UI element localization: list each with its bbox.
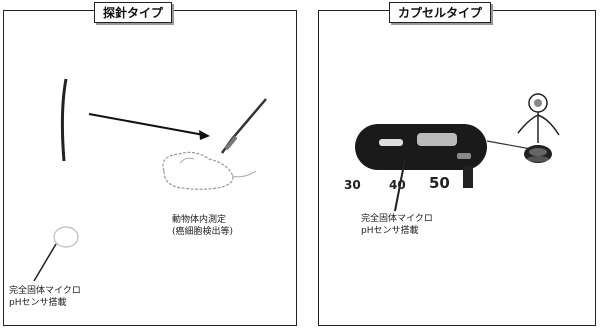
capsule-sensor-caption-line1: 完全固体マイクロ — [361, 214, 433, 224]
probe-illustration — [33, 78, 267, 282]
capsule-illustration — [355, 93, 560, 212]
probe-needle — [60, 78, 68, 162]
probe-arrow-line — [88, 113, 205, 136]
probe-sensor-caption-line2: pHセンサ搭載 — [9, 298, 67, 308]
scale-label-40: 40 — [389, 178, 406, 192]
scale-label-50: 50 — [429, 174, 450, 192]
measure-caption-line2: (癌細胞検出等) — [172, 227, 234, 237]
probe-panel-title: 探針タイプ — [94, 2, 173, 23]
capsule-type-panel: カプセルタイプ 30 40 50 完全固体マイクロ pHセンサ搭載 — [318, 2, 596, 326]
capsule-sensor-caption-line2: pHセンサ搭載 — [361, 226, 419, 236]
probe-type-panel: 探針タイプ 動物体内測定 (癌細胞検出等) 完全固体マイクロ pHセンサ搭載 — [3, 2, 297, 326]
probe-arrow-head — [199, 130, 210, 140]
measure-caption: 動物体内測定 (癌細胞検出等) — [172, 214, 233, 238]
probe-sensor-caption: 完全固体マイクロ pHセンサ搭載 — [9, 285, 81, 309]
capsule-panel-title: カプセルタイプ — [389, 2, 492, 23]
capsule-wire — [486, 140, 532, 150]
capsule-leader-line — [394, 158, 406, 212]
measure-caption-line1: 動物体内測定 — [172, 215, 227, 225]
scale-label-30: 30 — [344, 178, 361, 192]
sensor-leader-line — [33, 243, 57, 282]
capsule-sensor-caption: 完全固体マイクロ pHセンサ搭載 — [361, 213, 433, 237]
probe-sensor-caption-line1: 完全固体マイクロ — [9, 286, 81, 296]
animal-outline — [162, 151, 234, 190]
capsule-body — [355, 124, 487, 170]
micro-sensor-circle — [53, 226, 79, 248]
scale-tick — [463, 166, 473, 188]
